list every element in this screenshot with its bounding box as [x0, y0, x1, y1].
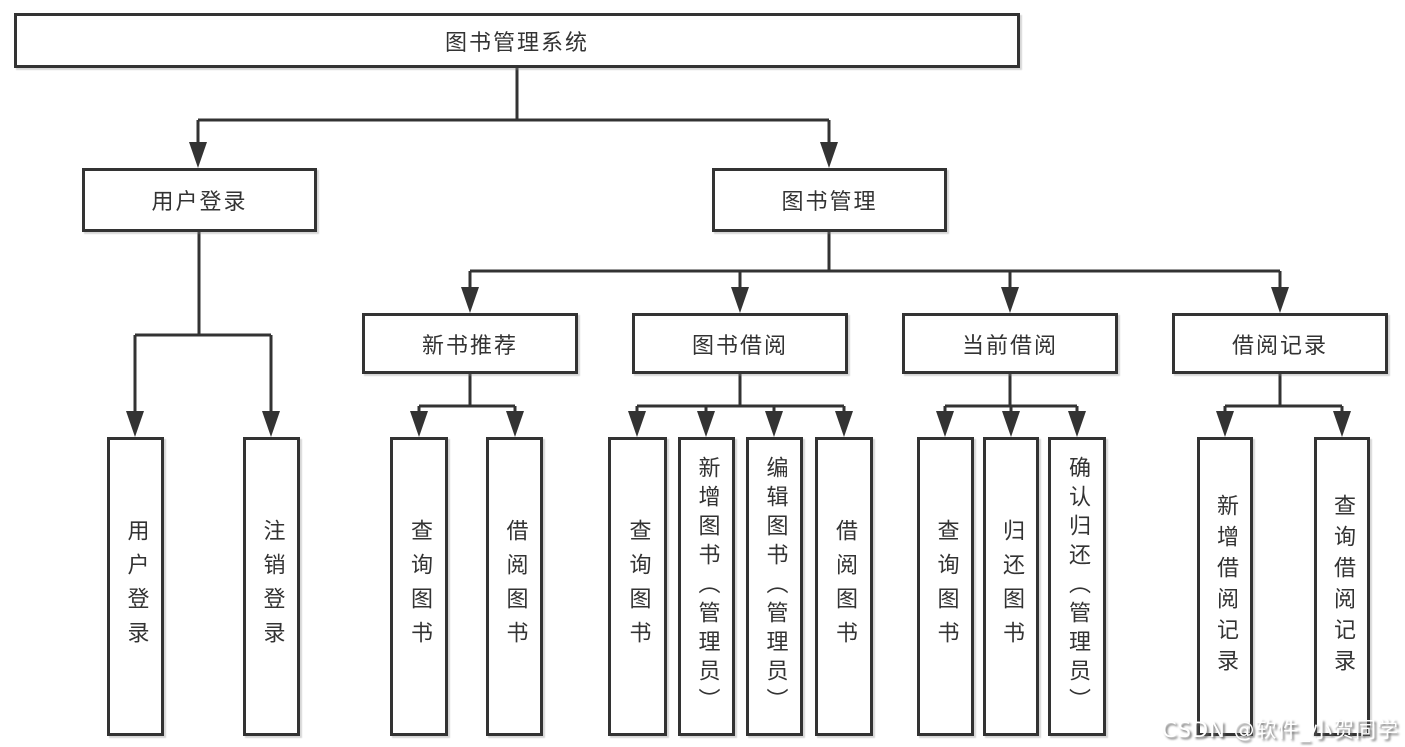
- node-root: 图书管理系统: [14, 13, 1020, 68]
- leaf-add-borrow-record: 新增借阅记录: [1197, 437, 1253, 736]
- node-user-login: 用户登录: [82, 168, 317, 232]
- node-user-login-label: 用户登录: [151, 190, 248, 215]
- node-book-management-label: 图书管理: [781, 190, 878, 215]
- arrowheads: [126, 142, 1351, 437]
- leaf-query-book-borrow-label: 查询图书: [625, 518, 651, 655]
- leaf-user-login-label: 用户登录: [123, 518, 149, 655]
- connector-root-to-level2: [196, 68, 831, 144]
- connector-login-to-leaves: [133, 232, 273, 413]
- connector-mgmt-to-level3: [468, 232, 1282, 289]
- node-root-label: 图书管理系统: [444, 30, 589, 56]
- node-new-book-recommend-label: 新书推荐: [421, 333, 518, 359]
- csdn-watermark: CSDN @软件_小贺同学: [1161, 718, 1399, 742]
- leaf-borrow-book-recommend-label: 借阅图书: [502, 518, 528, 655]
- node-current-borrow-label: 当前借阅: [961, 333, 1058, 359]
- leaf-add-book-admin: 新增图书（管理员）: [678, 437, 735, 736]
- leaf-return-book-label: 归还图书: [999, 518, 1024, 655]
- node-book-borrow-label: 图书借阅: [691, 333, 788, 359]
- leaf-query-borrow-record-label: 查询借阅记录: [1330, 493, 1355, 680]
- leaf-edit-book-admin-label: 编辑图书（管理员）: [762, 456, 788, 717]
- leaf-return-book: 归还图书: [983, 437, 1039, 736]
- node-book-borrow: 图书借阅: [632, 313, 848, 374]
- leaf-query-borrow-record: 查询借阅记录: [1314, 437, 1370, 736]
- leaf-logout-label: 注销登录: [259, 518, 285, 655]
- leaf-borrow-book: 借阅图书: [815, 437, 873, 736]
- connector-records-to-leaves: [1223, 374, 1344, 413]
- node-borrow-records: 借阅记录: [1172, 313, 1388, 374]
- node-book-management: 图书管理: [712, 168, 947, 232]
- node-borrow-records-label: 借阅记录: [1231, 333, 1328, 359]
- node-current-borrow: 当前借阅: [902, 313, 1118, 374]
- leaf-logout: 注销登录: [243, 437, 300, 736]
- leaf-confirm-return-admin: 确认归还（管理员）: [1048, 437, 1106, 736]
- connector-newbook-to-leaves: [417, 374, 517, 413]
- leaf-add-book-admin-label: 新增图书（管理员）: [694, 456, 720, 717]
- leaf-query-book-borrow: 查询图书: [608, 437, 667, 736]
- leaf-add-borrow-record-label: 新增借阅记录: [1213, 493, 1238, 680]
- node-new-book-recommend: 新书推荐: [362, 313, 578, 374]
- connector-borrow-to-leaves: [635, 374, 846, 413]
- leaf-query-book-recommend-label: 查询图书: [407, 518, 432, 655]
- leaf-query-book-current-label: 查询图书: [933, 518, 959, 655]
- leaf-edit-book-admin: 编辑图书（管理员）: [746, 437, 803, 736]
- leaf-query-book-current: 查询图书: [917, 437, 974, 736]
- leaf-user-login: 用户登录: [107, 437, 164, 736]
- leaf-confirm-return-admin-label: 确认归还（管理员）: [1065, 456, 1090, 717]
- leaf-borrow-book-recommend: 借阅图书: [486, 437, 543, 736]
- connector-current-to-leaves: [943, 374, 1079, 413]
- leaf-borrow-book-label: 借阅图书: [832, 518, 857, 655]
- leaf-query-book-recommend: 查询图书: [390, 437, 448, 736]
